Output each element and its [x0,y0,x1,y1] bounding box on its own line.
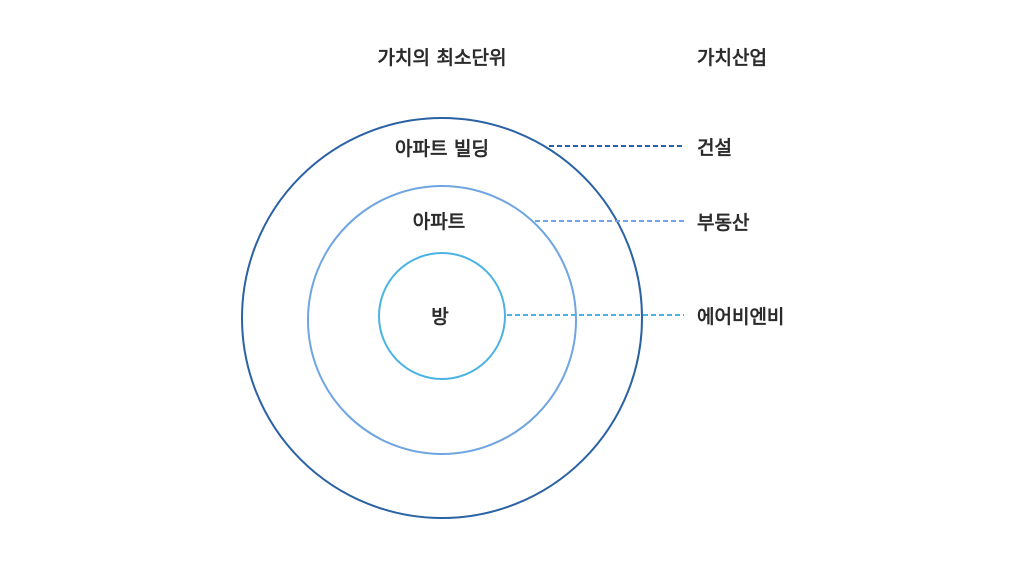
unit-label-apartment: 아파트 [413,211,465,233]
outer-circle-building [241,117,643,519]
industry-label-airbnb: 에어비엔비 [697,306,784,328]
header-value-unit: 가치의 최소단위 [378,47,507,69]
industry-label-real-estate: 부동산 [697,212,750,234]
middle-circle-apartment [307,185,577,455]
unit-label-room: 방 [431,306,449,328]
header-value-industry: 가치산업 [697,47,767,69]
unit-label-building: 아파트 빌딩 [395,138,489,160]
industry-label-construction: 건설 [697,137,732,159]
inner-circle-room [378,252,506,380]
